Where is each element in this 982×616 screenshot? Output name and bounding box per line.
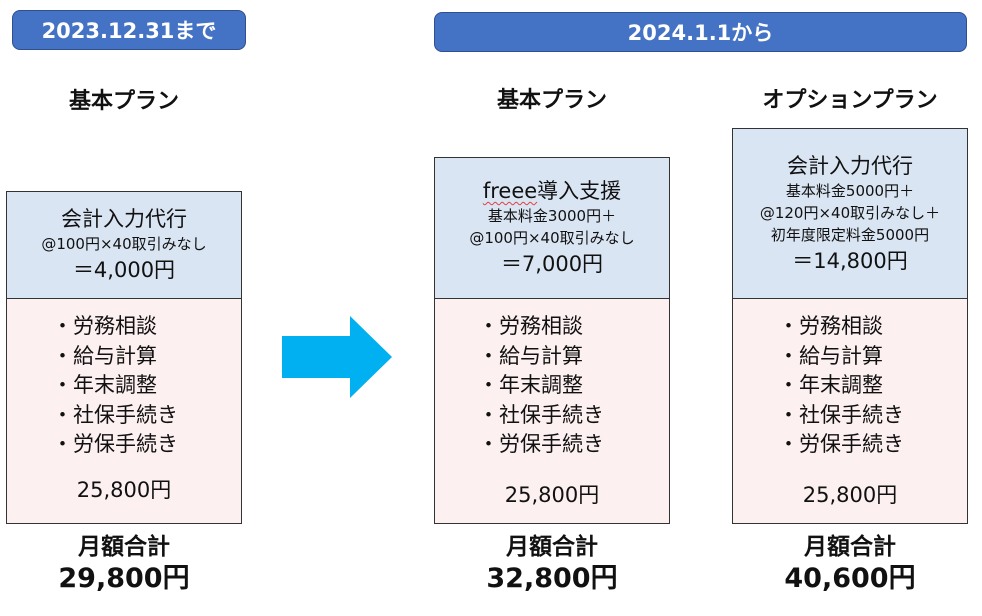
list-item: ・社保手続き [52, 402, 178, 427]
service-section: 会計入力代行 @100円×40取引みなし ＝4,000円 [7, 192, 241, 299]
service-item-list: ・労務相談 ・給与計算 ・年末調整 ・社保手続き ・労保手続き [778, 312, 904, 460]
service-name-brand: freee [482, 179, 538, 203]
plan-card-new-basic: freee導入支援 基本料金3000円＋ @100円×40取引みなし ＝7,00… [434, 157, 670, 524]
service-detail: 基本料金5000円＋ [785, 181, 915, 200]
list-item: ・社保手続き [778, 402, 904, 427]
service-section: 会計入力代行 基本料金5000円＋ @120円×40取引みなし＋ 初年度限定料金… [733, 129, 967, 299]
service-total: ＝14,800円 [792, 248, 908, 273]
service-total: ＝4,000円 [72, 258, 176, 282]
list-item: ・労務相談 [52, 314, 157, 338]
service-detail: @100円×40取引みなし [41, 235, 207, 253]
list-item: ・労保手続き [778, 432, 904, 456]
monthly-total-value: 40,600円 [784, 563, 916, 594]
base-fee: 25,800円 [802, 483, 898, 507]
monthly-total-label: 月額合計 [804, 534, 896, 560]
service-total: ＝7,000円 [500, 252, 604, 276]
service-item-list: ・労務相談 ・給与計算 ・年末調整 ・社保手続き ・労保手続き [52, 312, 178, 460]
list-item: ・給与計算 [478, 343, 583, 368]
list-item: ・年末調整 [478, 373, 583, 397]
service-name-text: 会計入力代行 [787, 153, 913, 178]
list-item: ・労保手続き [52, 432, 178, 456]
plan-title-new-basic: 基本プラン [496, 88, 607, 113]
monthly-total-value: 29,800円 [58, 563, 190, 594]
list-item: ・給与計算 [778, 343, 883, 368]
plan-card-current-basic: 会計入力代行 @100円×40取引みなし ＝4,000円 ・労務相談 ・給与計算… [6, 191, 242, 524]
service-name-text: 会計入力代行 [61, 207, 187, 231]
service-detail: 初年度限定料金5000円 [770, 225, 930, 244]
monthly-total-label: 月額合計 [506, 534, 598, 560]
service-name: freee導入支援 [483, 177, 621, 205]
period-header-before: 2023.12.31まで [12, 10, 246, 50]
period-header-before-label: 2023.12.31まで [41, 19, 217, 43]
list-item: ・給与計算 [52, 343, 157, 368]
period-header-after-label: 2024.1.1から [627, 21, 774, 45]
base-fee: 25,800円 [76, 478, 172, 502]
service-detail: @100円×40取引みなし [469, 229, 635, 247]
monthly-total-new-basic: 月額合計 32,800円 [434, 532, 670, 596]
list-item: ・年末調整 [778, 373, 883, 397]
monthly-total-current-basic: 月額合計 29,800円 [6, 532, 242, 596]
service-item-list: ・労務相談 ・給与計算 ・年末調整 ・社保手続き ・労保手続き [478, 312, 604, 460]
basic-services-section: ・労務相談 ・給与計算 ・年末調整 ・社保手続き ・労保手続き 25,800円 [7, 299, 241, 523]
plan-card-new-option: 会計入力代行 基本料金5000円＋ @120円×40取引みなし＋ 初年度限定料金… [732, 128, 968, 524]
plan-title-current-basic: 基本プラン [68, 89, 179, 114]
monthly-total-new-option: 月額合計 40,600円 [732, 532, 968, 596]
monthly-total-label: 月額合計 [78, 534, 170, 560]
list-item: ・労務相談 [778, 314, 883, 338]
service-section: freee導入支援 基本料金3000円＋ @100円×40取引みなし ＝7,00… [435, 158, 669, 299]
plan-title-new-option: オプションプラン [762, 88, 938, 113]
service-name: 会計入力代行 [787, 152, 913, 180]
list-item: ・労保手続き [478, 432, 604, 456]
basic-services-section: ・労務相談 ・給与計算 ・年末調整 ・社保手続き ・労保手続き 25,800円 [733, 299, 967, 523]
service-detail: @120円×40取引みなし＋ [759, 203, 941, 222]
period-header-after: 2024.1.1から [434, 12, 967, 52]
basic-services-section: ・労務相談 ・給与計算 ・年末調整 ・社保手続き ・労保手続き 25,800円 [435, 299, 669, 523]
list-item: ・労務相談 [478, 314, 583, 338]
service-name-text: 導入支援 [537, 179, 622, 203]
right-arrow-icon [282, 316, 392, 398]
service-name: 会計入力代行 [61, 205, 187, 233]
list-item: ・社保手続き [478, 402, 604, 427]
base-fee: 25,800円 [504, 483, 600, 507]
list-item: ・年末調整 [52, 373, 157, 397]
monthly-total-value: 32,800円 [486, 563, 618, 594]
service-detail: 基本料金3000円＋ [487, 207, 617, 225]
